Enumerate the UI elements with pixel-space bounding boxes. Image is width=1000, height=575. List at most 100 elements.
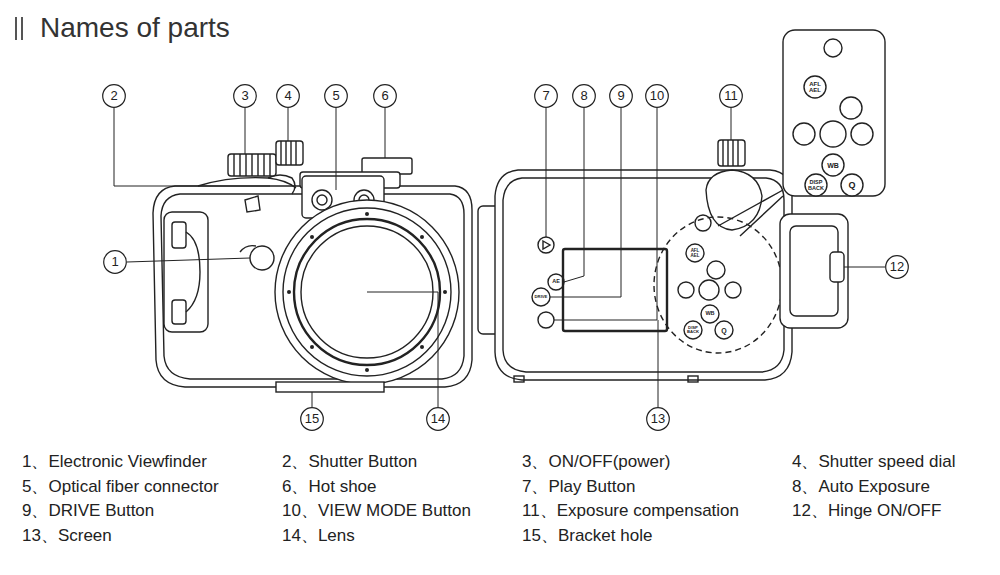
drawing-line xyxy=(564,108,584,282)
part-name: 10、VIEW MODE Button xyxy=(282,501,471,521)
drawing-line xyxy=(385,108,386,158)
drawing-line xyxy=(550,108,621,297)
callout-text: 5 xyxy=(324,84,348,108)
part-name: 4、Shutter speed dial xyxy=(792,452,956,472)
drawing-line xyxy=(840,97,862,119)
callout-text: 10 xyxy=(645,84,669,108)
drawing-line xyxy=(706,170,762,230)
drawing-line xyxy=(538,237,554,253)
drawing-line xyxy=(822,154,844,176)
drawing-line xyxy=(336,108,337,190)
callout-text: 14 xyxy=(426,407,450,431)
drawing-line xyxy=(281,141,296,165)
button-label: DISP BACK xyxy=(686,326,700,334)
callout-circle xyxy=(646,85,669,108)
callout-number: 13 xyxy=(646,407,670,431)
drawing-line xyxy=(365,368,369,372)
drawing-line xyxy=(365,212,369,216)
drawing-line xyxy=(841,174,863,196)
button-label: AFL AEL xyxy=(688,249,702,258)
callout-circle xyxy=(720,85,743,108)
part-name: 3、ON/OFF(power) xyxy=(522,452,670,472)
drawing-line xyxy=(234,154,270,176)
part-name: 7、Play Button xyxy=(522,477,635,497)
button-label: AFL AEL xyxy=(806,81,824,93)
drawing-line xyxy=(15,17,17,40)
drawing-line xyxy=(546,108,547,237)
page-title: Names of parts xyxy=(40,12,230,44)
callout-text: 8 xyxy=(572,84,596,108)
callout-circle xyxy=(103,85,126,108)
drawing-line xyxy=(420,345,424,349)
drawing-line xyxy=(686,244,704,262)
drawing-line xyxy=(783,30,885,196)
drawing-line xyxy=(563,249,667,331)
part-name: 8、Auto Exposure xyxy=(792,477,930,497)
drawing-line xyxy=(310,345,314,349)
callout-number: 2 xyxy=(102,84,126,108)
drawing-line xyxy=(699,280,719,300)
callout-circle xyxy=(886,256,909,279)
drawing-line xyxy=(276,382,384,392)
drawing-line xyxy=(805,174,827,196)
callout-number: 14 xyxy=(426,407,450,431)
drawing-line xyxy=(851,123,873,145)
drawing-line xyxy=(718,190,783,236)
callout-number: 8 xyxy=(572,84,596,108)
button-label: Q xyxy=(717,327,731,334)
drawing-line xyxy=(164,212,208,332)
drawing-line xyxy=(288,108,289,141)
callout-number: 10 xyxy=(645,84,669,108)
drawing-line xyxy=(310,235,314,239)
drawing-line xyxy=(820,121,846,147)
button-label: AE xyxy=(549,279,563,285)
button-inset xyxy=(718,30,885,236)
part-name: 15、Bracket hole xyxy=(522,526,652,546)
drawing-line xyxy=(514,376,524,382)
callout-text: 12 xyxy=(885,255,909,279)
drawing-line xyxy=(276,141,303,165)
callout-circle xyxy=(427,408,450,431)
part-name: 14、Lens xyxy=(282,526,355,546)
title-mark xyxy=(16,17,22,40)
button-label: WB xyxy=(824,162,842,169)
drawing-line xyxy=(312,392,313,407)
drawing-line xyxy=(228,154,276,176)
drawing-line xyxy=(172,300,186,324)
drawing-line xyxy=(684,321,702,339)
callout-text: 6 xyxy=(373,84,397,108)
drawing-line xyxy=(725,282,741,298)
drawing-line xyxy=(804,76,826,98)
callout-text: 9 xyxy=(609,84,633,108)
drawing-line xyxy=(723,140,738,166)
callout-circle xyxy=(374,85,397,108)
drawing-line xyxy=(658,320,659,407)
drawing-line xyxy=(317,195,327,205)
drawing-line xyxy=(495,170,792,380)
drawing-line xyxy=(780,214,848,328)
drawing-line xyxy=(443,290,447,294)
drawing-line xyxy=(715,321,733,339)
drawing-line xyxy=(548,274,564,290)
part-name: 6、Hot shoe xyxy=(282,477,377,497)
drawing-line xyxy=(420,235,424,239)
drawing-line xyxy=(532,288,550,306)
drawing-line xyxy=(312,190,332,210)
callout-number: 12 xyxy=(885,255,909,279)
callout-circle xyxy=(301,408,324,431)
callout-number: 15 xyxy=(300,407,324,431)
drawing-line xyxy=(186,232,200,312)
leader-lines xyxy=(114,108,885,407)
part-name: 2、Shutter Button xyxy=(282,452,417,472)
drawing-line xyxy=(172,222,186,248)
callout-number: 9 xyxy=(609,84,633,108)
part-name: 5、Optical fiber connector xyxy=(22,477,219,497)
drawing-line xyxy=(127,258,250,262)
callout-number: 3 xyxy=(233,84,257,108)
drawing-line xyxy=(844,267,885,268)
drawing-line xyxy=(554,108,657,320)
callout-number: 6 xyxy=(373,84,397,108)
drawing-line xyxy=(543,241,550,249)
drawing-line xyxy=(718,140,745,166)
drawing-line xyxy=(268,175,295,194)
